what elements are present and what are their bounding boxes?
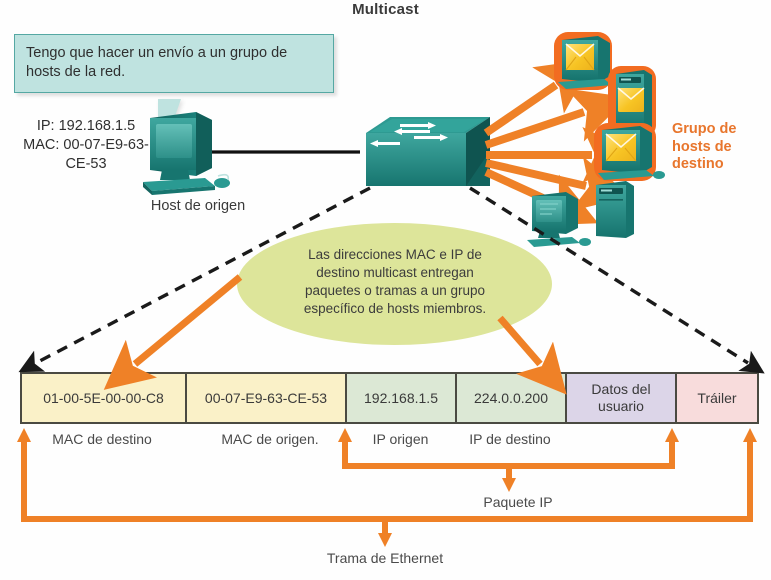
explanation-oval-text: Las direcciones MAC e IP de destino mult…	[255, 246, 535, 318]
source-host-label: Host de origen	[150, 198, 246, 214]
oval-text-line3: paquetes o tramas a un grupo	[304, 283, 486, 299]
source-host-mac-line2: CE-53	[65, 156, 107, 173]
frame-cell: Datos del usuario	[567, 374, 677, 422]
field-label-ip-source: IP origen	[372, 431, 429, 447]
source-host-ip: IP: 192.168.1.5	[36, 118, 136, 134]
frame-cell: 00-07-E9-63-CE-53	[187, 374, 347, 422]
frame-cell: 224.0.0.200	[457, 374, 567, 422]
bracket-label-ethernet-frame: Trama de Ethernet	[326, 550, 444, 566]
oval-text-line2: destino multicast entregan	[316, 265, 474, 281]
frame-cell: 192.168.1.5	[347, 374, 457, 422]
nonmember-desktop-icon	[527, 192, 591, 247]
ethernet-frame-bracket	[21, 437, 753, 522]
bracket-label-packet: Paquete IP	[483, 494, 553, 510]
member-monitor-1-icon	[554, 32, 623, 90]
field-label-mac-source: MAC de origen.	[221, 431, 319, 447]
nonmember-server-icon	[596, 181, 634, 238]
multicast-arrows	[483, 58, 639, 226]
network-switch-icon	[366, 117, 490, 186]
page-title: Multicast	[352, 1, 419, 18]
source-host-address-info: IP: 192.168.1.5 MAC: 00-07-E9-63- CE-53	[6, 117, 166, 174]
source-host-callout: Tengo que hacer un envío a un grupo de h…	[14, 34, 334, 93]
frame-cell: Tráiler	[677, 374, 757, 422]
oval-text-line4: específico de hosts miembros.	[303, 301, 487, 317]
destination-group-label-line1: Grupo de	[672, 121, 737, 137]
oval-text-line1: Las direcciones MAC e IP de	[308, 247, 482, 262]
member-monitor-3-icon	[594, 123, 665, 181]
destination-group-label-line2: hosts de	[672, 138, 732, 155]
callout-text: Tengo que hacer un envío a un grupo de h…	[26, 45, 288, 80]
destination-group-label: Grupo de hosts de destino	[672, 121, 770, 174]
destination-group-label-line3: destino	[672, 156, 724, 173]
field-label-ip-destination: IP de destino	[469, 431, 551, 447]
source-host-mac-line1: MAC: 00-07-E9-63-	[23, 137, 149, 154]
frame-cell: 01-00-5E-00-00-C8	[22, 374, 187, 422]
oval-arrow-left	[103, 274, 243, 390]
member-server-2-icon	[608, 66, 656, 138]
field-label-mac-destination: MAC de destino	[52, 431, 152, 447]
